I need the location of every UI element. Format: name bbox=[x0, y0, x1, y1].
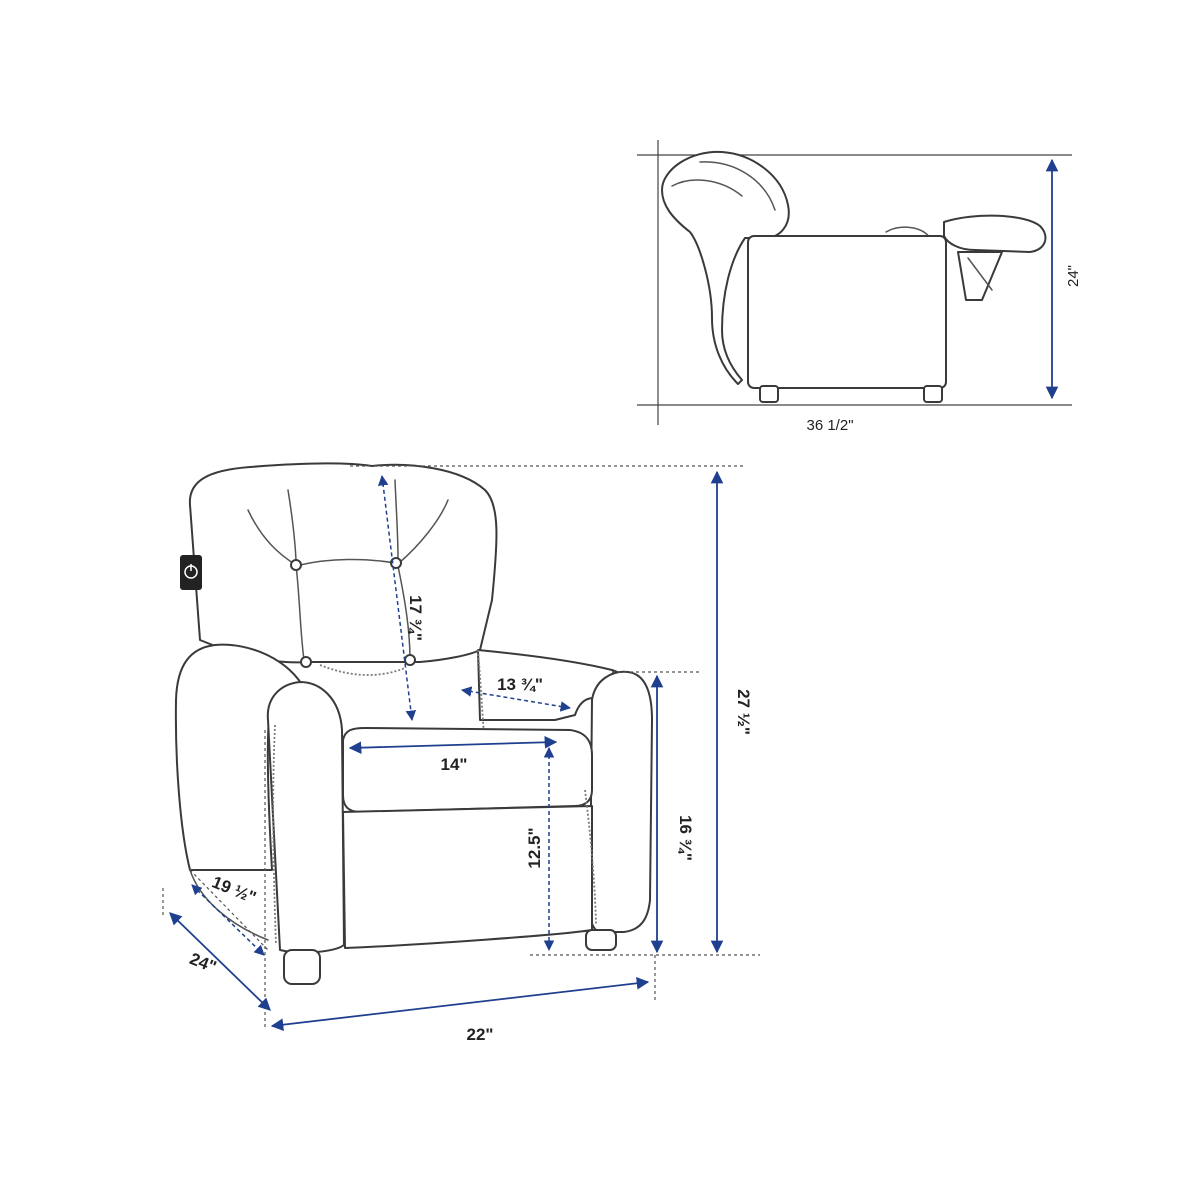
side-leg-front bbox=[759, 385, 779, 403]
back-button-1 bbox=[290, 559, 302, 571]
arm-height-label: 16 ¾" bbox=[676, 815, 695, 861]
front-leg-left bbox=[283, 949, 321, 985]
side-linkage-bar bbox=[967, 257, 993, 291]
seat-width-dimension bbox=[348, 736, 558, 754]
seat-depth-label: 19 ½" bbox=[209, 872, 259, 907]
back-button-4 bbox=[404, 654, 416, 666]
arm-depth-label: 13 ¾" bbox=[497, 675, 543, 694]
base-right-seam bbox=[584, 789, 597, 926]
front-leg-right bbox=[585, 929, 617, 951]
left-arm-seam bbox=[272, 724, 277, 946]
back-bottom-seam bbox=[319, 664, 406, 676]
back-height-label: 17 ¾" bbox=[406, 595, 425, 641]
total-width-dimension bbox=[270, 977, 650, 1031]
total-depth-dimension bbox=[169, 912, 271, 1011]
arm-depth-dimension bbox=[460, 686, 572, 712]
side-reclined-back bbox=[661, 150, 790, 385]
seat-height-label: 12.5" bbox=[525, 827, 544, 868]
total-depth-label: 24" bbox=[187, 949, 219, 977]
side-footrest bbox=[943, 214, 1047, 253]
control-tag bbox=[180, 555, 202, 590]
back-tuft-line-4 bbox=[295, 564, 305, 661]
side-footrest-linkage bbox=[957, 251, 1003, 301]
total-height-label: 27 ½" bbox=[734, 689, 753, 735]
front-view: 17 ¾" 13 ¾" 14" 12.5" 16 ¾" 27 ½" 19 ½" … bbox=[162, 462, 760, 1044]
side-back-seam-2 bbox=[699, 161, 776, 211]
front-right-arm-panel bbox=[589, 670, 653, 933]
side-back-seam bbox=[671, 179, 743, 197]
side-leg-back bbox=[923, 385, 943, 403]
side-body bbox=[747, 235, 947, 389]
back-height-dimension bbox=[377, 474, 417, 722]
front-left-arm-panel bbox=[266, 681, 345, 954]
side-view: 24" 36 1/2" bbox=[637, 140, 1082, 434]
seat-width-label: 14" bbox=[441, 755, 468, 774]
power-button-icon bbox=[184, 564, 198, 579]
front-base bbox=[342, 805, 593, 949]
front-seat-cushion bbox=[342, 727, 593, 813]
front-backrest bbox=[188, 462, 498, 664]
back-tuft-line-6 bbox=[287, 489, 297, 561]
side-width-label: 36 1/2" bbox=[806, 417, 853, 434]
back-button-3 bbox=[300, 656, 312, 668]
total-width-label: 22" bbox=[467, 1025, 494, 1044]
side-height-label: 24" bbox=[1065, 265, 1082, 287]
